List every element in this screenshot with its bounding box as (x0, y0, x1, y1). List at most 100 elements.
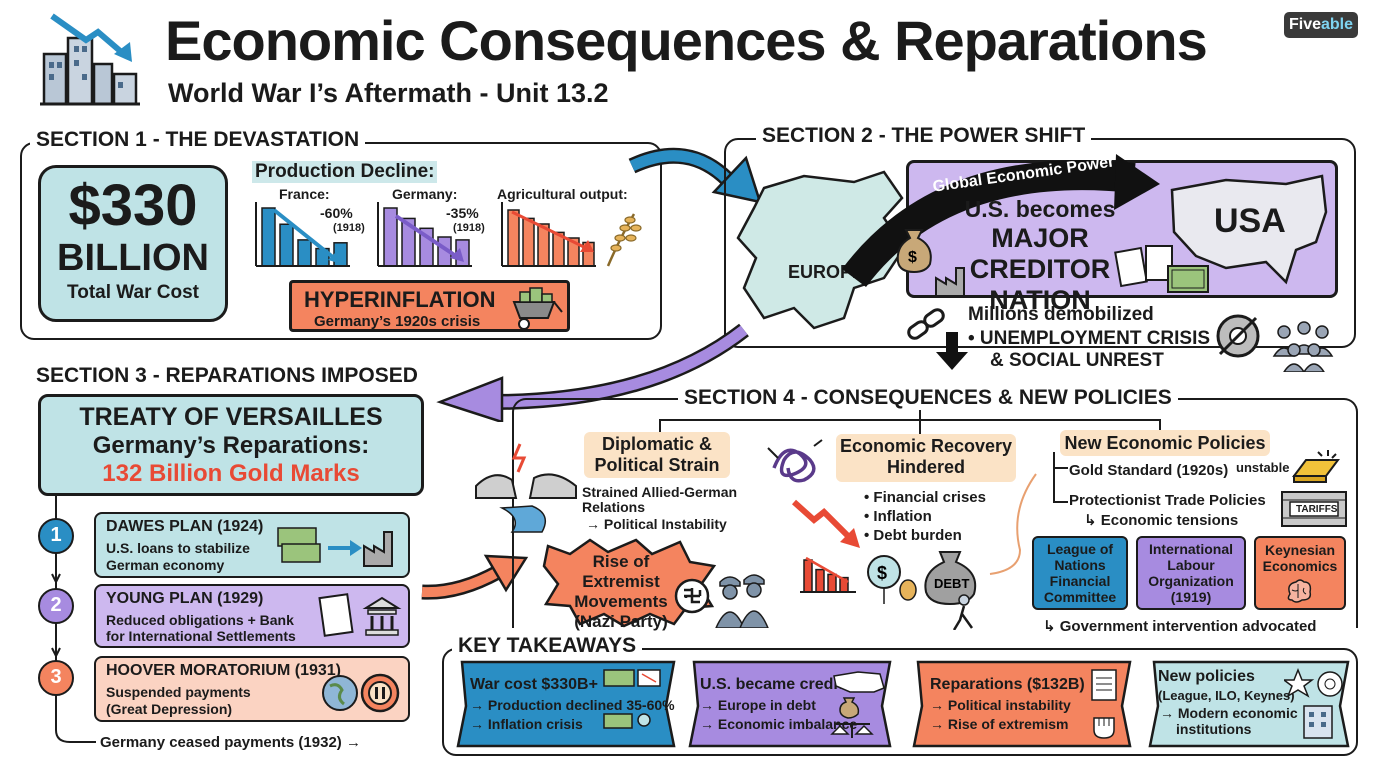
diplomatic-strain-title: Diplomatic & Political Strain (584, 432, 730, 478)
recovery-bar (815, 568, 825, 593)
takeaway-2-title: U.S. became creditor (700, 676, 860, 693)
treaty-line3: 132 Billion Gold Marks (102, 460, 360, 487)
document-fist-icon (1091, 669, 1117, 739)
factory-icon (935, 267, 965, 297)
extremism-line3: (Nazi Party) (574, 612, 668, 631)
broken-bridge-icon (475, 443, 577, 533)
league-line3: Financial (1049, 573, 1111, 589)
timeline-line (51, 496, 96, 743)
young-line2: for International Settlements (106, 628, 296, 644)
protectionist: Protectionist Trade Policies (1069, 492, 1266, 509)
policies-connector (1053, 452, 1068, 503)
usa-label: USA (1214, 202, 1286, 240)
league-line2: Nations (1054, 557, 1106, 573)
takeaway-4-line1: (League, ILO, Keynes) (1158, 688, 1295, 703)
recovery-bar (827, 573, 837, 593)
germany-year: (1918) (453, 222, 485, 234)
down-arrow-icon (936, 332, 968, 370)
declining-bars-icon (800, 556, 856, 593)
dawes-line2: German economy (106, 557, 225, 573)
creditor-text: U.S. becomes MAJOR CREDITOR NATION (920, 196, 1160, 316)
france-bar (297, 239, 312, 267)
production-heading: Production Decline: (252, 161, 438, 183)
recovery-item-3: • Debt burden (864, 527, 962, 544)
keynes-line1: Keynesian (1264, 542, 1336, 558)
hoover-line2: (Great Depression) (106, 701, 233, 717)
recovery-title: Economic Recovery Hindered (836, 434, 1016, 482)
agricultural-output-chart (501, 202, 596, 267)
page-subtitle: World War I’s Aftermath - Unit 13.2 (168, 78, 609, 108)
declining-city-chart-icon (40, 13, 140, 106)
gold-standard: Gold Standard (1920s) (1069, 462, 1229, 479)
takeaway-4-title: New policies (1158, 668, 1255, 685)
france-year: (1918) (333, 222, 365, 234)
page-title: Economic Consequences & Reparations (165, 9, 1208, 72)
takeaway-3-line1: → Political instability (930, 697, 1071, 713)
league-line4: Committee (1043, 589, 1117, 605)
documents-cash-icon (1114, 245, 1209, 293)
young-title: YOUNG PLAN (1929) (106, 590, 264, 607)
ilo-line4: (1919) (1170, 589, 1212, 605)
agricultural-bar (522, 217, 535, 267)
takeaway-3-title: Reparations ($132B) (930, 676, 1085, 693)
dawes-line1: U.S. loans to stabilize (106, 540, 250, 556)
creditor-line3: NATION (989, 285, 1091, 315)
extremism-text: Rise of Extremist Movements (Nazi Party) (556, 552, 686, 632)
takeaway-2-line1: → Europe in debt (700, 697, 816, 713)
section4-heading: SECTION 4 - CONSEQUENCES & NEW POLICIES (678, 386, 1178, 410)
extremism-line1: Rise of Extremist (582, 552, 660, 591)
recovery-connector (989, 473, 1037, 575)
hoover-line1: Suspended payments (106, 684, 251, 700)
treaty-card: TREATY OF VERSAILLES Germany’s Reparatio… (38, 394, 424, 496)
crashing-arrow-icon (791, 499, 860, 548)
hyperinflation-title: HYPERINFLATION (304, 287, 496, 312)
logo-text-b: able (1321, 16, 1354, 33)
germany-production-chart (377, 202, 472, 267)
brain-icon (1287, 579, 1312, 603)
cost-label: Total War Cost (67, 282, 199, 303)
usa-scales-icon (830, 671, 885, 738)
diplomatic-line1: Strained Allied-German (582, 484, 738, 500)
ilo-card[interactable]: International Labour Organization (1919) (1136, 536, 1246, 610)
ilo-line3: Organization (1148, 573, 1234, 589)
takeaway-3-line2: → Rise of extremism (930, 716, 1069, 732)
league-financial-committee[interactable]: League of Nations Financial Committee (1032, 536, 1128, 610)
economic-tensions: ↳ Economic tensions (1084, 512, 1239, 529)
agricultural-label: Agricultural output: (497, 186, 628, 202)
france-pct: -60% (320, 205, 353, 221)
tariffs-label: TARIFFS (1296, 504, 1338, 515)
stopped-gear-icon (1216, 314, 1260, 358)
debt-label: DEBT (934, 576, 969, 591)
fiveable-logo[interactable]: Fiveable (1284, 12, 1358, 38)
plan-number-2: 2 (38, 588, 74, 624)
takeaways-frame (442, 648, 1358, 756)
takeaway-2-line2: → Economic imbalance (700, 716, 858, 732)
cost-unit: BILLION (57, 237, 209, 279)
balloon-dollar: $ (877, 563, 887, 583)
total-cost-card: $330 BILLION Total War Cost (38, 165, 228, 322)
debt-burden-icon: DEBT (924, 551, 977, 630)
hoover-title: HOOVER MORATORIUM (1931) (106, 662, 341, 679)
diplomatic-line2: Relations (582, 499, 646, 515)
young-plan-card[interactable]: YOUNG PLAN (1929) Reduced obligations + … (94, 584, 410, 648)
unstable-label: unstable (1236, 460, 1290, 475)
gold-bar-icon (1292, 450, 1340, 483)
diplomatic-line3: → Political Instability (586, 516, 727, 532)
org-logos-building-icon (1284, 667, 1343, 739)
section1-heading: SECTION 1 - THE DEVASTATION (30, 128, 366, 152)
france-bar (279, 223, 294, 267)
recovery-title-line1: Economic Recovery (839, 436, 1013, 456)
plan-number-1: 1 (38, 518, 74, 554)
section3-heading: SECTION 3 - REPARATIONS IMPOSED (30, 364, 424, 388)
takeaway-card-3-bg (912, 660, 1132, 748)
extremism-line2: Movements (574, 592, 668, 611)
takeaways-heading: KEY TAKEAWAYS (452, 634, 643, 658)
globe-pause-icon (322, 673, 400, 713)
cost-amount: $330 (68, 173, 198, 238)
germany-label: Germany: (392, 186, 458, 202)
crowd-icon (1272, 321, 1334, 372)
plan-number-3: 3 (38, 660, 74, 696)
takeaway-4-line3: institutions (1176, 721, 1252, 737)
section2-heading: SECTION 2 - THE POWER SHIFT (756, 124, 1092, 148)
ilo-line2: Labour (1167, 557, 1215, 573)
